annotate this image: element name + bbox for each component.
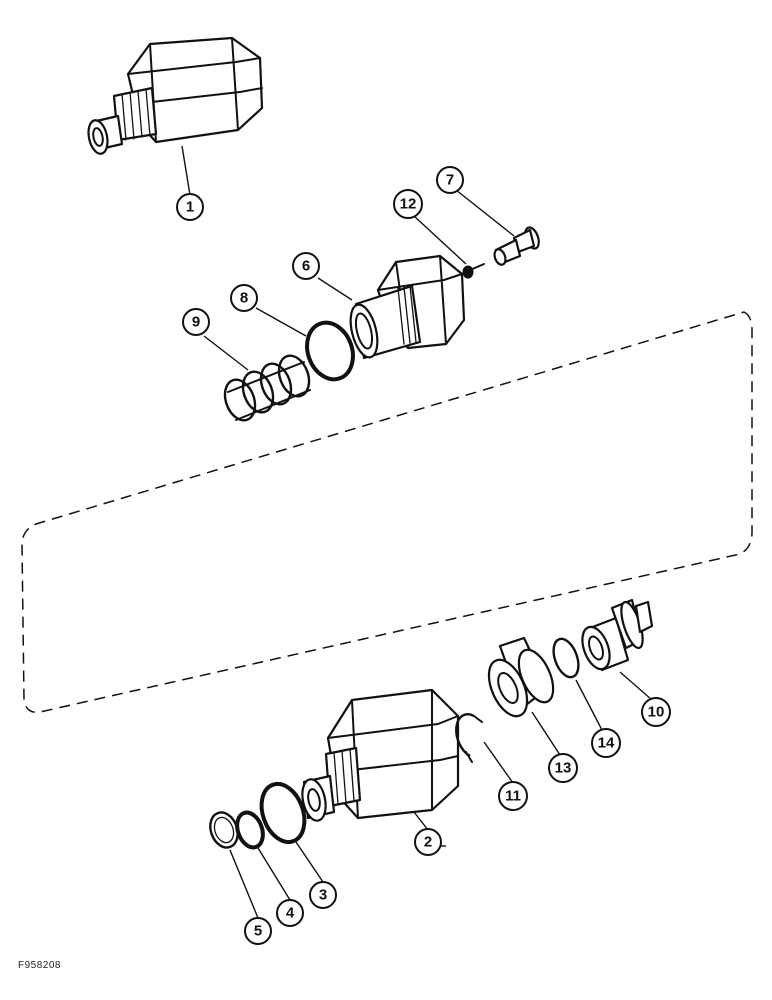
part-9-spring [223,354,311,422]
leader-lines [181,145,653,919]
callout-6-label: 6 [302,258,310,275]
callout-13: 13 [548,753,578,783]
figure-code: F958208 [18,960,61,971]
callout-8: 8 [230,284,258,312]
callout-3-label: 3 [319,887,327,904]
callout-6: 6 [292,252,320,280]
callout-9-label: 9 [192,314,200,331]
callout-11: 11 [498,781,528,811]
part-10-valve-insert [581,598,654,672]
callout-5: 5 [244,917,272,945]
part-13-sleeve [487,636,555,718]
callout-7-label: 7 [446,172,454,189]
callout-10: 10 [641,697,671,727]
part-1-coupler-body [87,36,264,155]
callout-10-label: 10 [648,704,665,721]
callout-3: 3 [309,881,337,909]
part-14-o-ring [552,637,580,679]
part-12-pin [462,263,485,279]
callout-1-label: 1 [186,199,194,216]
callout-1: 1 [176,193,204,221]
part-4-o-ring [235,810,265,850]
callout-12: 12 [393,189,423,219]
part-3-o-ring [259,781,307,845]
callout-5-label: 5 [254,923,262,940]
callout-12-label: 12 [400,196,417,213]
callout-13-label: 13 [555,760,572,777]
callout-7: 7 [436,166,464,194]
callout-4-label: 4 [286,905,295,922]
callout-8-label: 8 [240,290,248,307]
part-7-poppet-valve [493,226,540,266]
callout-2: 2 [414,828,442,856]
callout-14: 14 [591,728,621,758]
callout-11-label: 11 [505,788,521,805]
part-6-adapter-nut [349,254,466,360]
part-11-snap-ring [455,713,483,763]
part-2-coupler-body [301,688,460,822]
part-8-o-ring [305,320,355,382]
callout-9: 9 [182,308,210,336]
callout-14-label: 14 [598,735,615,752]
callout-4: 4 [276,899,304,927]
callout-2-label: 2 [424,834,432,851]
assembly-boundary-dashed-line [21,311,753,713]
